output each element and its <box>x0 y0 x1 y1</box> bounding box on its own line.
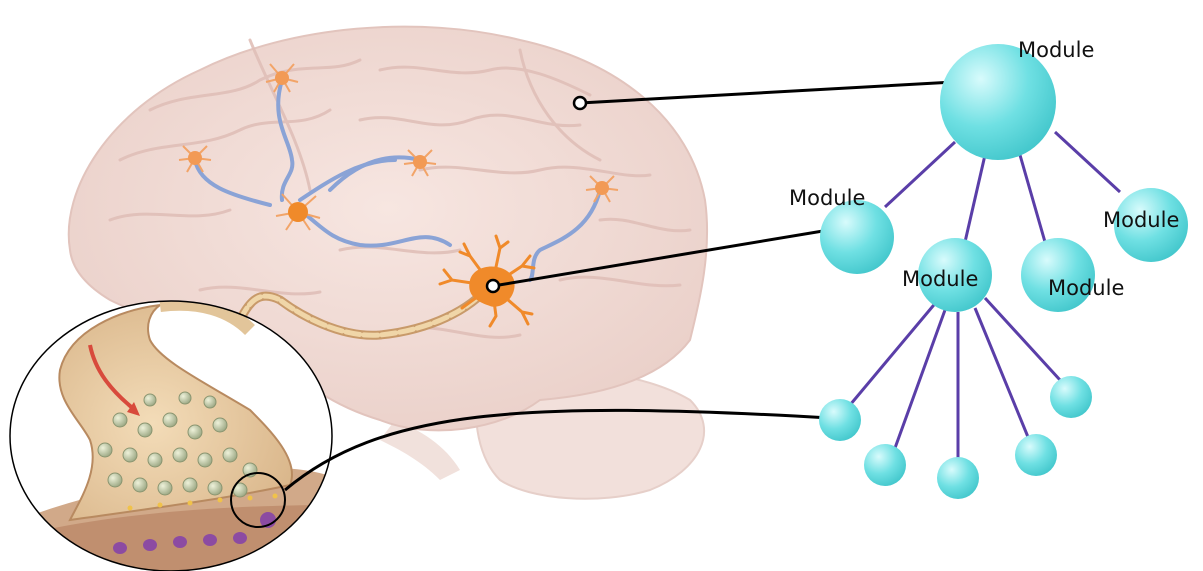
neuron-icon <box>265 63 299 93</box>
module-node-mid-left <box>820 200 894 274</box>
leaf-node <box>819 399 861 441</box>
module-node-mid-right <box>1114 188 1188 262</box>
module-label-mid-left: Module <box>789 186 865 210</box>
module-label-mid-center: Module <box>902 267 978 291</box>
module-tree-edges <box>848 130 1122 458</box>
module-node-top <box>940 44 1056 160</box>
neuron-network <box>155 63 619 349</box>
connector-brain-to-top-module <box>579 78 991 105</box>
module-node-mid-lower <box>1021 238 1095 312</box>
module-label-mid-right: Module <box>1103 208 1179 232</box>
module-label-top: Module <box>1018 38 1094 62</box>
neuron-icon <box>275 193 321 231</box>
module-nodes <box>819 44 1188 499</box>
leaf-node <box>1015 434 1057 476</box>
connector-lines <box>284 78 991 492</box>
neuron-icon <box>585 175 619 203</box>
module-node-mid-center <box>918 238 992 312</box>
neuron-icon <box>178 145 212 173</box>
leaf-node <box>864 444 906 486</box>
module-label-mid-lower: Module <box>1048 276 1124 300</box>
leaf-node <box>1050 376 1092 418</box>
module-labels: Module Module Module Module Module <box>789 38 1179 300</box>
leaf-node <box>937 457 979 499</box>
connector-synapse-to-leaf-module <box>284 408 831 492</box>
connector-neuron-to-mid-module <box>492 224 854 288</box>
neuron-icon <box>403 149 437 177</box>
